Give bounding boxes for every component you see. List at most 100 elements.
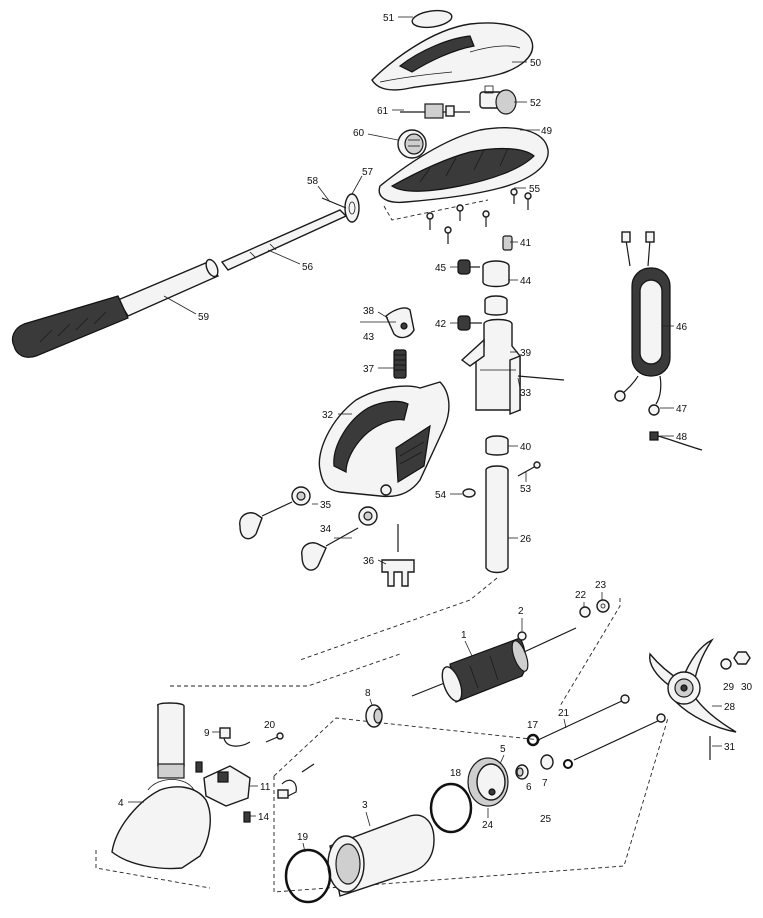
part-58-pin [321,197,347,209]
callout-6: 6 [526,782,532,793]
part-35-clamp-screw [239,486,311,540]
part-23-washer [596,599,610,613]
callout-30: 30 [741,682,753,693]
part-51-lens [411,9,453,29]
part-4-lower-unit [111,702,211,870]
callout-48: 48 [676,432,688,443]
part-36-t-handle [381,524,415,587]
callout-56: 56 [302,262,314,273]
part-6-seal [515,764,529,780]
part-30-nut [733,651,751,665]
callout-32: 32 [322,410,334,421]
callout-52: 52 [530,98,542,109]
callout-29: 29 [723,682,735,693]
callout-5: 5 [500,744,506,755]
part-5-end-cap [467,757,509,807]
callout-49: 49 [541,126,553,137]
part-41-clip [502,235,513,251]
callout-37: 37 [363,364,375,375]
callout-28: 28 [724,702,736,713]
callout-24: 24 [482,820,494,831]
callout-51: 51 [383,13,395,24]
callout-8: 8 [365,688,371,699]
part-48-plug [649,431,703,451]
part-40-bushing [485,435,509,456]
part-38-latch [360,307,415,339]
part-bushing-upper [484,295,508,316]
part-9-wire [219,727,251,747]
callout-14: 14 [258,812,270,823]
part-29-washer [720,658,732,670]
callout-18: 18 [450,768,462,779]
callout-58: 58 [307,176,319,187]
callout-57: 57 [362,167,374,178]
callout-38: 38 [363,306,375,317]
callout-2: 2 [518,606,524,617]
part-17-o-ring [526,733,540,747]
part-33-pin [517,375,565,381]
callout-31: 31 [724,742,736,753]
part-42-knob [457,315,482,331]
callout-39: 39 [520,348,532,359]
part-53-screw [517,461,541,477]
callout-1: 1 [461,630,467,641]
part-47-terminals [614,390,660,416]
callout-labels: 51 50 52 6 1 60 49 55 57 58 56 5 9 41 [118,13,753,853]
callout-40: 40 [520,442,532,453]
callout-50: 50 [530,58,542,69]
callout-9: 9 [204,728,210,739]
callout-53: 53 [520,484,532,495]
part-49-head-housing [378,127,549,204]
part-57-washer [344,193,360,223]
callout-44: 44 [520,276,532,287]
callout-21: 21 [558,708,570,719]
part-44-collar [482,260,510,288]
part-11-brush-holder [203,763,315,807]
part-61-circuit [400,103,470,119]
part-26-shaft-tube [485,465,509,574]
part-14-spring [243,811,251,823]
part-22-washer [579,606,591,618]
callout-60: 60 [353,128,365,139]
part-3-motor-can [327,814,435,897]
callout-17: 17 [527,720,539,731]
part-32-mount-bracket [318,381,450,498]
callout-55: 55 [529,184,541,195]
part-59-handle [11,258,220,358]
callout-43: 43 [363,332,375,343]
callout-35: 35 [320,500,332,511]
callout-34: 34 [320,524,332,535]
callout-11: 11 [260,782,271,793]
callout-33: 33 [520,388,532,399]
part-55-screws [426,188,532,244]
part-1-armature [411,627,577,703]
part-54-washer [462,488,476,498]
callout-46: 46 [676,322,688,333]
callout-45: 45 [435,263,447,274]
callout-20: 20 [264,720,276,731]
part-34-clamp-screw [301,506,378,571]
part-20-screw [265,732,284,743]
part-52-switch [479,85,517,115]
callout-41: 41 [520,238,532,249]
part-37-spring [393,349,407,379]
callout-42: 42 [435,319,447,330]
part-45-knob [457,259,480,275]
part-56-steering-arm [220,209,348,271]
part-50-top-cover [371,22,534,91]
callout-19: 19 [297,832,309,843]
callout-22: 22 [575,590,587,601]
callout-54: 54 [435,490,447,501]
part-39-bracket [460,318,521,416]
part-2-bearing [517,631,527,641]
part-19-o-ring [284,848,332,904]
callout-25: 25 [540,814,552,825]
callout-36: 36 [363,556,375,567]
callout-26: 26 [520,534,532,545]
callout-23: 23 [595,580,607,591]
part-21-through-bolts [537,694,666,761]
callout-7: 7 [542,778,548,789]
callout-4: 4 [118,798,124,809]
callout-47: 47 [676,404,688,415]
part-7-seal [540,754,573,770]
